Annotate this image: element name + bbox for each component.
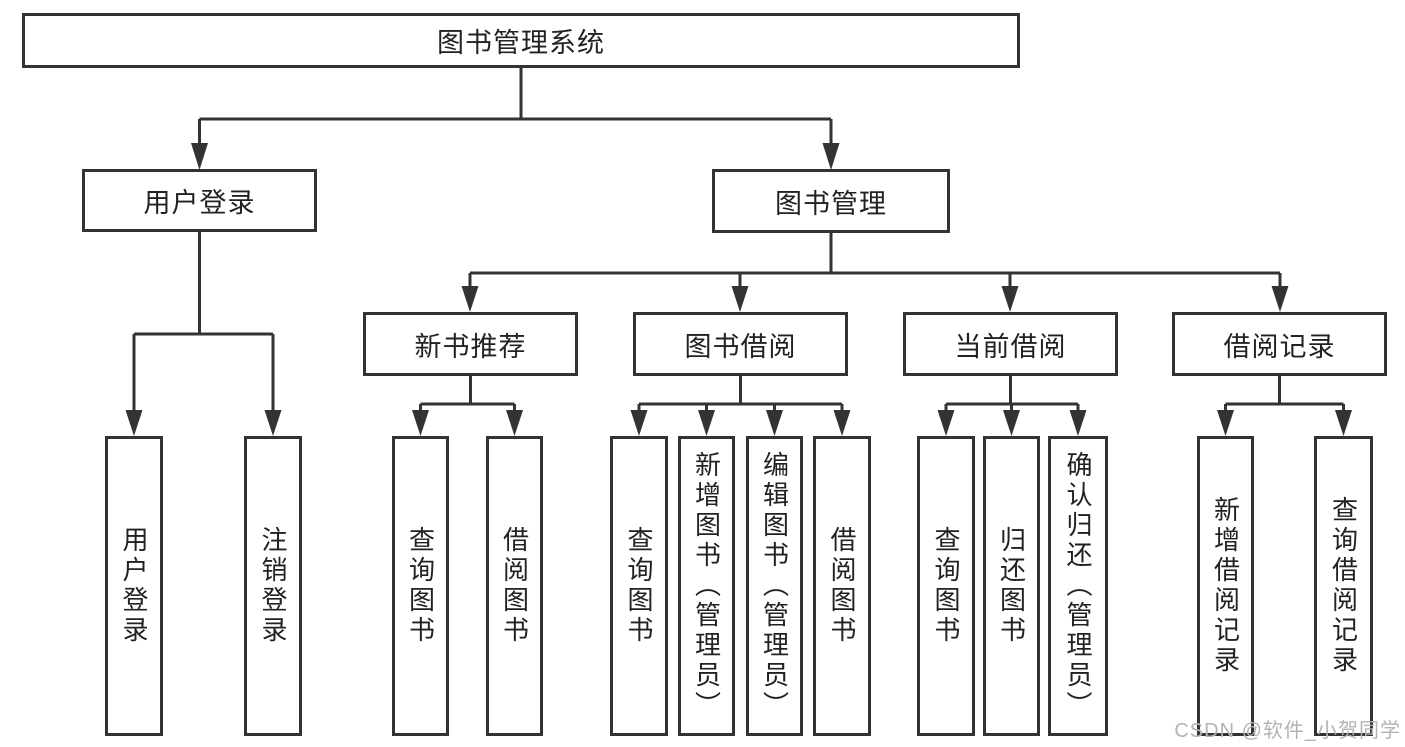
leaf-logout: 注销登录 [244,436,302,736]
node-root: 图书管理系统 [22,13,1020,68]
arrowhead-user-login [191,143,208,170]
connector-borrowing-records-children [1224,376,1345,412]
leaf-cb-confirm-return: 确认归还（管理员） [1048,436,1108,736]
connector-root [198,68,833,145]
arrowhead-book-management [822,143,840,170]
leaf-nbr-query-books: 查询图书 [392,436,449,736]
leaf-br-query-record: 查询借阅记录 [1314,436,1373,736]
leaf-bb-add-books: 新增图书（管理员） [678,436,735,736]
connector-user-login-children [132,232,275,412]
leaf-cb-query-books: 查询图书 [917,436,975,736]
arrowheads-current-borrowing-children [937,410,1087,436]
arrowheads-user-login-children [125,410,282,436]
leaf-bb-edit-books: 编辑图书（管理员） [746,436,803,736]
node-book-management: 图书管理 [712,169,950,233]
connector-current-borrowing-children [944,376,1080,412]
leaf-user-login: 用户登录 [105,436,163,736]
leaf-br-add-record: 新增借阅记录 [1197,436,1254,736]
watermark: CSDN @软件_小贺同学 [1174,720,1401,742]
arrowheads-borrowing-records-children [1217,410,1352,436]
leaf-nbr-borrow-books: 借阅图书 [486,436,543,736]
arrowheads-book-management-children [461,286,1289,312]
node-user-login: 用户登录 [82,169,317,232]
node-current-borrowing: 当前借阅 [903,312,1118,376]
connector-book-borrowing-children [637,376,844,412]
connector-book-management-children [468,233,1282,288]
leaf-bb-query-books: 查询图书 [610,436,668,736]
connector-new-book-recommend-children [419,376,516,412]
node-borrowing-records: 借阅记录 [1172,312,1387,376]
leaf-bb-borrow-books: 借阅图书 [813,436,871,736]
node-new-book-recommend: 新书推荐 [363,312,578,376]
node-book-borrowing: 图书借阅 [633,312,848,376]
arrowheads-book-borrowing-children [630,410,851,436]
leaf-cb-return-books: 归还图书 [983,436,1040,736]
arrowheads-new-book-recommend-children [412,410,523,436]
